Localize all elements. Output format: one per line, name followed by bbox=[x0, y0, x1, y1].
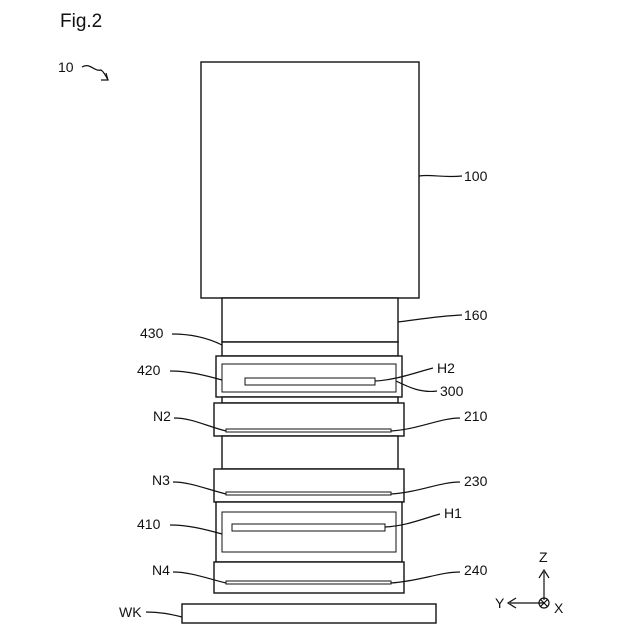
workpiece-wk bbox=[182, 604, 436, 623]
leader-420 bbox=[170, 371, 222, 380]
spacer-upper bbox=[222, 397, 398, 403]
label-h1: H1 bbox=[444, 505, 462, 521]
leader-410 bbox=[170, 525, 222, 534]
label-100: 100 bbox=[464, 168, 488, 184]
upper-block-430 bbox=[222, 342, 398, 356]
heater-h2 bbox=[245, 378, 375, 385]
leader-430 bbox=[172, 334, 222, 345]
plate-240 bbox=[214, 562, 404, 593]
label-160: 160 bbox=[464, 307, 488, 323]
nozzle-n4 bbox=[226, 581, 391, 584]
axis-y-label: Y bbox=[495, 595, 505, 611]
device-leader-arrow bbox=[82, 66, 108, 80]
leader-160 bbox=[398, 315, 462, 322]
axis-x-label: X bbox=[554, 600, 564, 616]
label-n3: N3 bbox=[152, 472, 170, 488]
nozzle-n2 bbox=[226, 429, 391, 432]
label-300: 300 bbox=[440, 383, 464, 399]
label-240: 240 bbox=[464, 562, 488, 578]
nozzle-body-160 bbox=[222, 298, 398, 342]
head-100 bbox=[201, 62, 419, 298]
heater-housing-bottom bbox=[222, 512, 396, 552]
connector-middle bbox=[222, 436, 398, 469]
label-h2: H2 bbox=[437, 360, 455, 376]
label-420: 420 bbox=[137, 362, 161, 378]
label-n2: N2 bbox=[153, 408, 171, 424]
plate-230 bbox=[214, 469, 404, 502]
label-n4: N4 bbox=[152, 562, 170, 578]
label-410: 410 bbox=[137, 516, 161, 532]
heater-h1 bbox=[232, 524, 385, 531]
axis-z-label: Z bbox=[539, 549, 548, 565]
label-230: 230 bbox=[464, 473, 488, 489]
label-430: 430 bbox=[140, 325, 164, 341]
leader-100 bbox=[419, 175, 462, 176]
figure-title: Fig.2 bbox=[60, 11, 102, 32]
leader-wk bbox=[146, 612, 182, 617]
device-label: 10 bbox=[58, 59, 74, 75]
nozzle-n3 bbox=[226, 492, 391, 495]
label-wk: WK bbox=[119, 604, 142, 620]
label-210: 210 bbox=[464, 408, 488, 424]
coordinate-axes: Z Y X bbox=[495, 549, 564, 616]
